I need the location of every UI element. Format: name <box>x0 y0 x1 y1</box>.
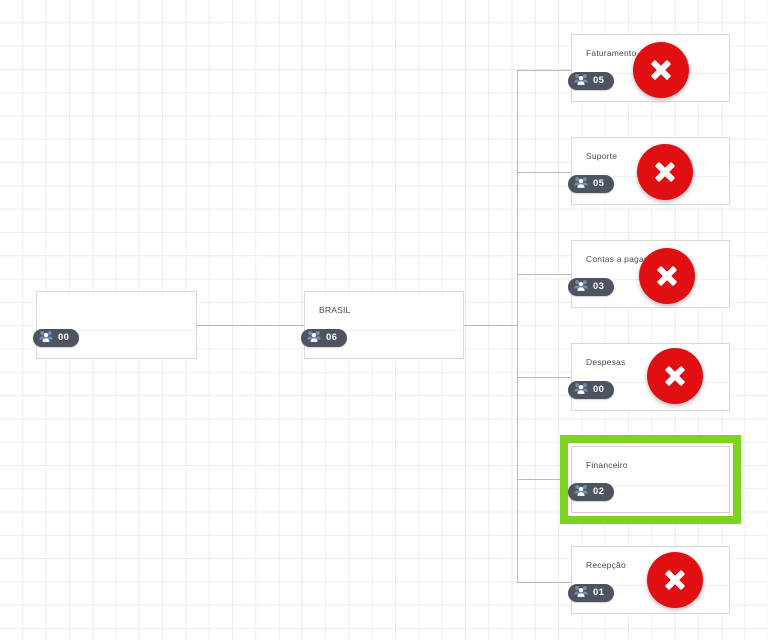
people-group-icon <box>307 329 321 347</box>
member-count-value: 03 <box>593 281 605 293</box>
member-count-badge: 06 <box>301 329 348 347</box>
connector-branch-financeiro <box>517 479 562 480</box>
org-node-title: Suporte <box>586 151 618 161</box>
org-node-title: Faturamento <box>586 48 637 58</box>
member-count-badge: 05 <box>568 175 615 193</box>
org-node-title: Despesas <box>586 357 626 367</box>
org-node-root[interactable]: 00 <box>33 291 197 359</box>
connector-branch-faturamento <box>517 70 572 71</box>
member-count-value: 01 <box>593 587 605 599</box>
connector-branch-despesas <box>517 377 572 378</box>
member-count-value: 06 <box>326 332 338 344</box>
member-count-value: 05 <box>593 75 605 87</box>
connector-trunk <box>517 70 518 582</box>
node-separator <box>573 485 728 486</box>
people-group-icon <box>574 278 588 296</box>
org-node-recepcao[interactable]: Recepção 01 <box>568 546 730 614</box>
member-count-value: 00 <box>58 332 70 344</box>
member-count-badge: 00 <box>33 329 80 347</box>
people-group-icon <box>574 381 588 399</box>
people-group-icon <box>574 72 588 90</box>
member-count-badge: 00 <box>568 381 615 399</box>
people-group-icon <box>574 584 588 602</box>
close-circle-icon-recepcao[interactable] <box>647 552 703 608</box>
org-node-financeiro[interactable]: Financeiro 02 <box>568 446 730 513</box>
member-count-badge: 03 <box>568 278 615 296</box>
member-count-value: 00 <box>593 384 605 396</box>
connector-branch-recepcao <box>517 582 572 583</box>
org-node-brasil[interactable]: BRASIL 06 <box>301 291 464 359</box>
member-count-badge: 05 <box>568 72 615 90</box>
connector-branch-contas-a-pagar <box>517 274 572 275</box>
close-circle-icon-despesas[interactable] <box>647 348 703 404</box>
org-node-title: Financeiro <box>586 460 628 470</box>
member-count-value: 05 <box>593 178 605 190</box>
people-group-icon <box>574 483 588 501</box>
connector-root-to-brasil <box>197 325 305 326</box>
people-group-icon <box>39 329 53 347</box>
connector-branch-suporte <box>517 172 572 173</box>
org-node-title: BRASIL <box>319 305 351 315</box>
close-circle-icon-contas-a-pagar[interactable] <box>639 248 695 304</box>
org-node-title: Contas a pagar <box>586 254 647 264</box>
member-count-value: 02 <box>593 486 605 498</box>
node-separator <box>38 330 195 331</box>
people-group-icon <box>574 175 588 193</box>
member-count-badge: 02 <box>568 483 615 501</box>
node-separator <box>306 330 462 331</box>
close-circle-icon-suporte[interactable] <box>637 144 693 200</box>
connector-brasil-to-trunk <box>463 325 518 326</box>
member-count-badge: 01 <box>568 584 615 602</box>
close-circle-icon-faturamento[interactable] <box>633 42 689 98</box>
org-node-title: Recepção <box>586 560 626 570</box>
org-node-despesas[interactable]: Despesas 00 <box>568 343 730 411</box>
